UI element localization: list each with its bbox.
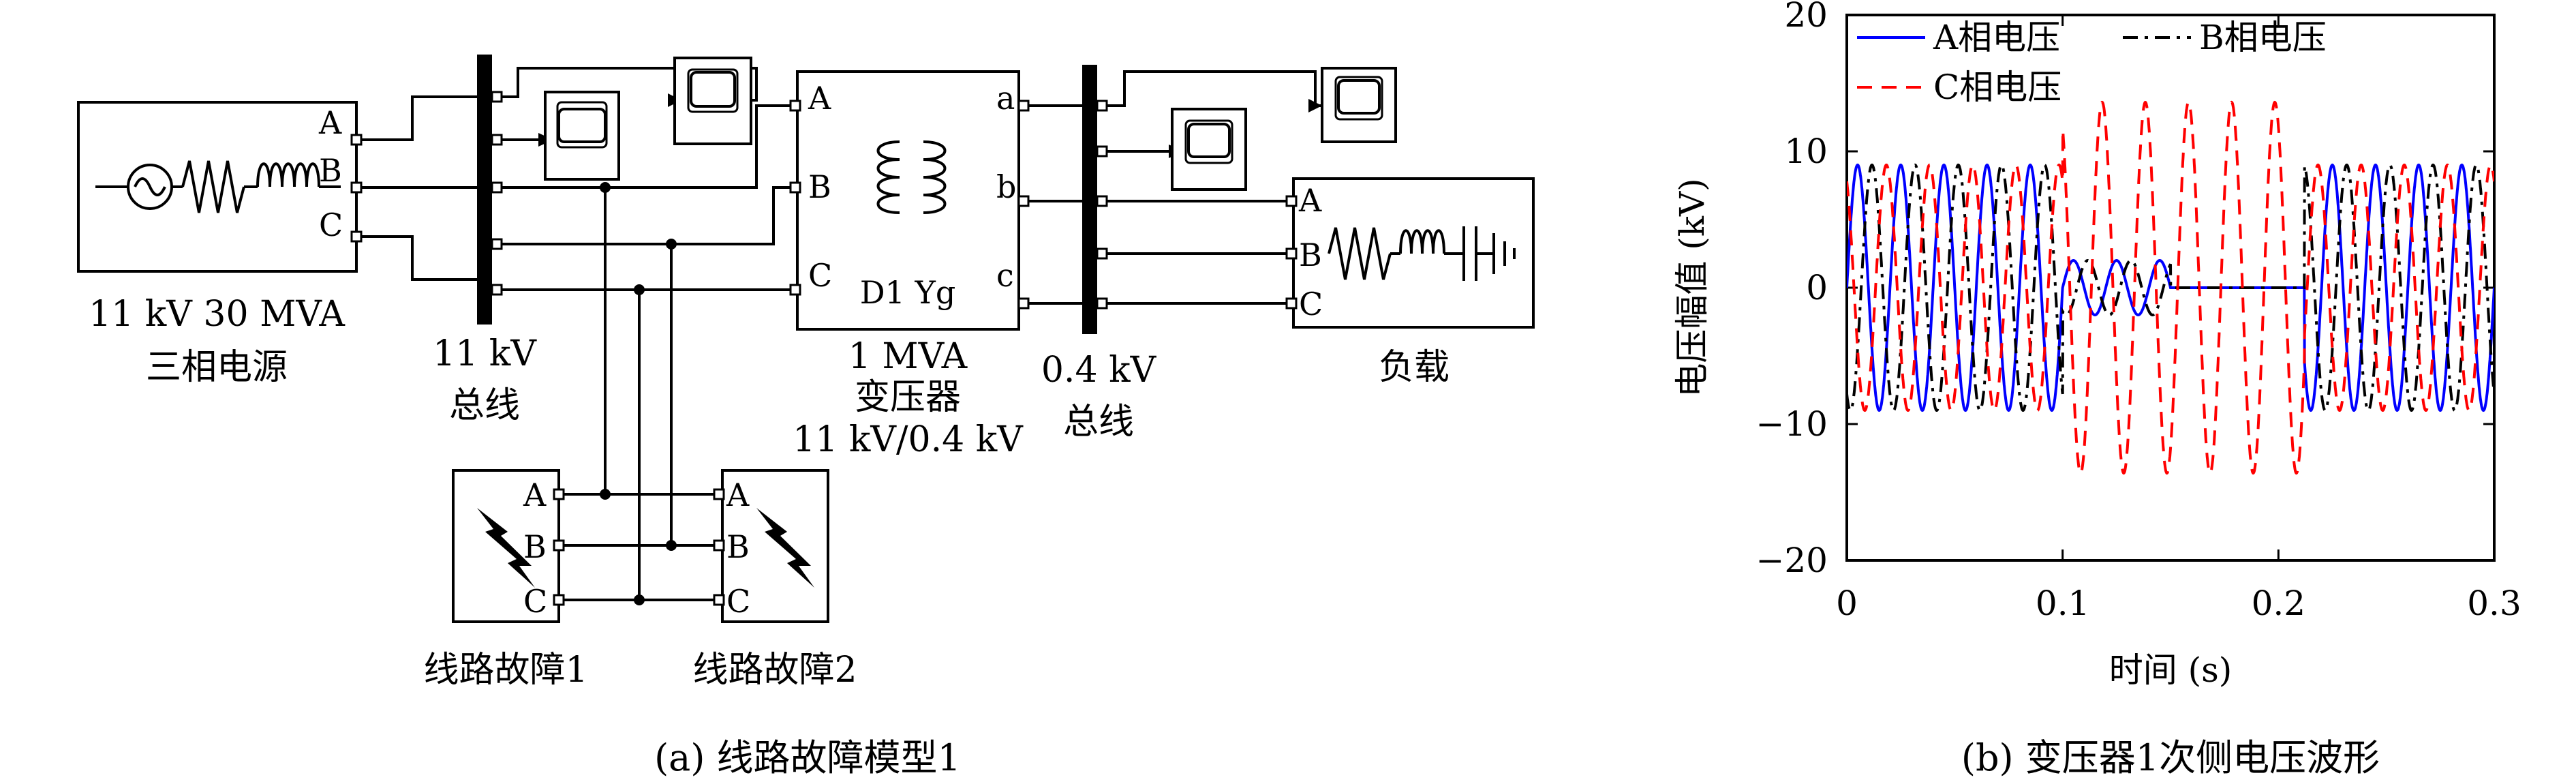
source-port-a: A <box>318 104 342 141</box>
x-tick-label: 0 <box>1836 584 1858 623</box>
fault2-port-b: B <box>726 528 750 565</box>
scope-3[interactable] <box>1171 108 1247 191</box>
scope-4[interactable] <box>1321 67 1397 143</box>
load-port-c: C <box>1299 286 1323 322</box>
load-port-b: B <box>1299 237 1322 273</box>
transformer-name-line1: 1 MVA <box>848 336 968 377</box>
y-axis-label: 电压幅值 (kV) <box>1672 178 1712 397</box>
transformer-port-b-in: B <box>808 168 831 205</box>
y-tick-label: 0 <box>1806 268 1828 307</box>
bus-04kv-name-line1: 0.4 kV <box>1041 350 1157 391</box>
fault1-port-b: B <box>523 528 547 565</box>
scope-2[interactable] <box>673 57 752 145</box>
x-axis-label: 时间 (s) <box>2109 650 2233 690</box>
x-tick-label: 0.1 <box>2036 584 2090 623</box>
source-name-line1: 11 kV 30 MVA <box>89 294 346 335</box>
lightning-icon <box>477 508 535 588</box>
legend-entry: A相电压 <box>1933 18 2060 57</box>
load-port-a: A <box>1298 182 1322 219</box>
series-line <box>1847 164 2494 412</box>
fault1-port-a: A <box>523 477 547 513</box>
series-line <box>1847 100 2494 475</box>
transformer-winding-label: D1 Yg <box>860 274 956 311</box>
y-tick-label: −20 <box>1755 541 1828 580</box>
voltage-chart: 0 0.1 0.2 0.3 −20 −10 0 10 20 A相电压 B相电压 C相电压 时间 (s… <box>1672 0 2521 779</box>
legend-entry: C相电压 <box>1933 67 2061 107</box>
load-inductor-icon <box>1399 229 1445 254</box>
inductor-icon <box>256 162 320 187</box>
transformer-port-b-out: b <box>996 168 1016 205</box>
bus-11kv-name-line1: 11 kV <box>433 333 537 374</box>
transformer-port-a-out: a <box>996 80 1015 117</box>
transformer-port-a-in: A <box>808 80 831 117</box>
secondary-winding-icon <box>923 140 947 214</box>
transformer-port-c-out: c <box>996 257 1014 294</box>
fault1-port-c: C <box>523 583 547 620</box>
caption-a: (a) 线路故障模型1 <box>654 736 961 779</box>
transformer-block[interactable]: A B C a b c D1 Yg <box>789 70 1030 331</box>
y-tick-label: 20 <box>1784 0 1828 35</box>
fault2-name: 线路故障2 <box>692 650 857 691</box>
source-name-line2: 三相电源 <box>146 347 288 388</box>
three-phase-source-block[interactable]: A B C <box>77 101 358 273</box>
load-resistor-icon <box>1328 227 1392 280</box>
legend-entry: B相电压 <box>2199 18 2327 57</box>
legend: A相电压 B相电压 C相电压 <box>1857 18 2327 107</box>
x-tick-label: 0.2 <box>2252 584 2306 623</box>
primary-winding-icon <box>876 140 900 214</box>
axis-ticks: 0 0.1 0.2 0.3 −20 −10 0 10 20 <box>1755 0 2521 623</box>
series-lines <box>1847 100 2494 475</box>
lightning-icon <box>756 508 814 588</box>
load-name: 负载 <box>1379 347 1450 388</box>
caption-b: (b) 变压器1次侧电压波形 <box>1961 736 2380 779</box>
x-tick-label: 0.3 <box>2467 584 2521 623</box>
transformer-name-line3: 11 kV/0.4 kV <box>793 419 1024 460</box>
fault2-port-a: A <box>726 477 750 513</box>
resistor-icon <box>181 160 245 213</box>
transformer-port-c-in: C <box>808 257 832 294</box>
source-port-c: C <box>319 207 343 243</box>
line-fault-1-block[interactable]: A B C <box>452 469 565 623</box>
bus-04kv-bar[interactable] <box>1082 65 1097 334</box>
fault2-port-c: C <box>726 583 750 620</box>
y-tick-label: 10 <box>1784 132 1828 171</box>
y-tick-label: −10 <box>1755 404 1828 444</box>
fault1-name: 线路故障1 <box>423 650 587 691</box>
bus-04kv-name-line2: 总线 <box>1063 402 1134 442</box>
line-fault-2-block[interactable]: A B C <box>713 469 829 623</box>
series-line <box>1847 163 2494 412</box>
load-block[interactable]: A B C <box>1285 177 1535 329</box>
transformer-name-line2: 变压器 <box>855 377 961 418</box>
source-port-b: B <box>319 152 342 189</box>
simulink-model: A B C 11 kV 30 MVA 三相电源 11 kV 总线 <box>77 55 1535 779</box>
bus-11kv-bar[interactable] <box>477 55 492 325</box>
bus-11kv-name-line2: 总线 <box>449 385 520 426</box>
scope-1[interactable] <box>544 91 620 181</box>
